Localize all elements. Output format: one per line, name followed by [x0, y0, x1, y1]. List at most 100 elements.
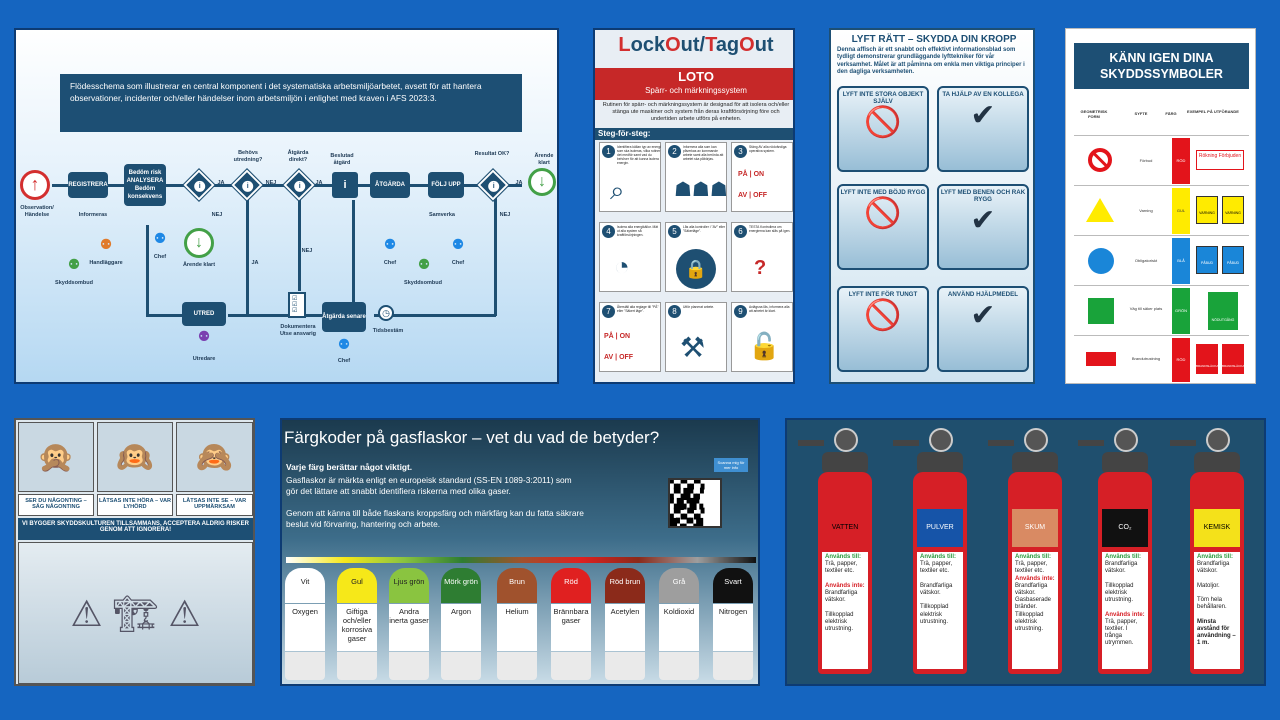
safety-culture-comic: 🙊 🙉 🙈 SER DU NÅGONTING – SÄG NÅGONTING L…: [14, 418, 255, 686]
padlock-icon: 🔒: [676, 249, 716, 289]
arende-klart-label: Ärende klart: [182, 262, 216, 268]
decision-icon: i: [182, 168, 216, 202]
q-resultat: Resultat OK?: [474, 151, 510, 157]
symbols-panel: KÄNN IGEN DINA SKYDDSSYMBOLER GEOMETRISK…: [1065, 28, 1256, 384]
person-group-icon: ⚉: [417, 256, 431, 272]
flow-line: [352, 200, 355, 302]
informeras-label: Informeras: [78, 212, 108, 218]
gas-title: Färgkoder på gasflaskor – vet du vad de …: [284, 428, 660, 447]
done-down-arrow-icon: ↓: [184, 228, 214, 258]
prohibition-icon: [1088, 148, 1112, 172]
warning-sign: VARNING: [1196, 196, 1218, 224]
heavy-box-icon: 🚫: [864, 299, 902, 332]
safe-square-icon: [1088, 298, 1114, 324]
loto-subtitle-bar: LOTO Spärr- och märkningssystem: [595, 68, 793, 100]
gas-p2: Genom att känna till både flaskans kropp…: [286, 508, 584, 529]
utredare-label: Utredare: [192, 356, 216, 362]
lifting-person-icon: 🚫: [864, 106, 902, 139]
loto-title: LockOut/TagOut: [618, 34, 774, 56]
skyddsombud-label: Skyddsombud: [404, 280, 442, 286]
symbols-title: KÄNN IGEN DINA SKYDDSSYMBOLER: [1074, 43, 1249, 89]
mandatory-sign: PÅBUD: [1222, 246, 1244, 274]
col-head-form: GEOMETRISK FORM: [1080, 109, 1108, 119]
tidsbestam-label: Tidsbestäm: [372, 328, 404, 334]
extinguisher-foam: SKUM Används till:Trä, papper, textiler …: [988, 426, 1068, 681]
lift-card: LYFT INTE FÖR TUNGT🚫: [837, 286, 929, 372]
clock-icon: ◷: [378, 305, 394, 321]
person-group-icon: ⚉: [67, 256, 81, 272]
lift-card: ANVÄND HJÄLPMEDEL✔: [937, 286, 1029, 372]
qr-code-icon[interactable]: ▚▞▚▞▚▞▚█▚▞▚█▞█▚▞▚▞▚▞█▚▞▚█: [668, 478, 722, 528]
start-up-arrow-icon: ↑: [20, 170, 50, 200]
straight-back-icon: ✔: [970, 204, 996, 237]
color-gradient-bar: [286, 557, 756, 563]
col-head-ex: EXEMPEL PÅ UTFÖRANDE: [1187, 109, 1239, 114]
ja-label: JA: [315, 180, 323, 186]
flow-line: [494, 186, 497, 316]
loto-sub: LOTO: [678, 69, 714, 84]
q-direkt: Åtgärda direkt?: [287, 150, 309, 163]
bent-back-icon: 🚫: [864, 197, 902, 230]
decision-icon: i: [230, 168, 264, 202]
flow-line: [246, 196, 249, 314]
done-down-arrow-icon: ↓: [528, 168, 556, 196]
symbol-row: Varning GUL VARNING VARNING: [1074, 185, 1249, 235]
question-icon: ?: [754, 257, 767, 279]
col-head-farg: FÄRG: [1165, 111, 1177, 116]
register-box: REGISTRERA: [68, 172, 108, 198]
loto-panel: LockOut/TagOut LOTO Spärr- och märknings…: [593, 28, 795, 384]
two-people-lifting-icon: ✔: [970, 99, 996, 132]
comic-caption-1: SER DU NÅGONTING – SÄG NÅGONTING: [18, 494, 94, 516]
atgarda-box: ÅTGÄRDA: [370, 172, 410, 198]
gas-lead: Varje färg berättar något viktigt.: [286, 462, 413, 472]
extinguisher-chemical: KEMISK Används till:Brandfarliga vätskor…: [1170, 426, 1250, 681]
warning-triangle-icon: [1086, 198, 1114, 222]
fire-equipment-sign: BRANDSLÄCKARE: [1222, 344, 1249, 374]
loto-intro: Rutinen för spärr- och märkningssystem ä…: [602, 102, 790, 122]
lift-intro: Denna affisch är ett snabbt och effektiv…: [837, 47, 1025, 76]
construction-site-illustration: ⚠ 🏗 ⚠: [18, 542, 253, 684]
person-group-icon: ⚉: [337, 336, 351, 352]
flow-line: [228, 314, 338, 317]
no-smoking-sign: Rökning Förbjuden: [1196, 150, 1244, 170]
gauge-icon: [1114, 428, 1138, 452]
magnifier-icon: ⌕: [610, 175, 625, 205]
nej-label: NEJ: [211, 212, 223, 218]
nej-label: NEJ: [265, 180, 277, 186]
symbol-row: Brandutrustning RÖD BRANDSLÄCKARE BRANDS…: [1074, 335, 1249, 383]
decision-icon: i: [282, 168, 316, 202]
person-group-icon: ⚉: [99, 236, 113, 252]
flow-line: [374, 314, 496, 317]
flowchart-title: Flödesschema som illustrerar en central …: [60, 74, 522, 132]
lift-card: TA HJÄLP AV EN KOLLEGA✔: [937, 86, 1029, 172]
lift-title: LYFT RÄTT – SKYDDA DIN KROPP: [851, 34, 1017, 45]
lift-card: LYFT MED BENEN OCH RAK RYGG✔: [937, 184, 1029, 270]
folj-upp-box: FÖLJ UPP: [428, 172, 464, 198]
comic-banner: VI BYGGER SKYDDSKULTUREN TILLSAMMANS, AC…: [18, 518, 253, 540]
extinguisher-co2: CO₂ Används till:Brandfarliga vätskor.Ti…: [1078, 426, 1158, 681]
gauge-icon: [1206, 428, 1230, 452]
skyddsombud-label: Skyddsombud: [55, 280, 93, 286]
lift-card: LYFT INTE MED BÖJD RYGG🚫: [837, 184, 929, 270]
comic-caption-3: LÅTSAS INTE SE – VAR UPPMÄRKSAM: [176, 494, 253, 516]
extinguisher-water: VATTEN Används till:Trä, papper, textile…: [798, 426, 878, 681]
gauge-icon: [929, 428, 953, 452]
dokumentera-label: Dokumentera Utse ansvarig: [279, 324, 317, 337]
wrench-icon: ⚒: [680, 332, 706, 363]
warning-sign: VARNING: [1222, 196, 1244, 224]
symbol-row: Förbud RÖD Rökning Förbjuden: [1074, 135, 1249, 185]
emergency-exit-sign: NÖDUTGÅNG: [1208, 292, 1238, 330]
